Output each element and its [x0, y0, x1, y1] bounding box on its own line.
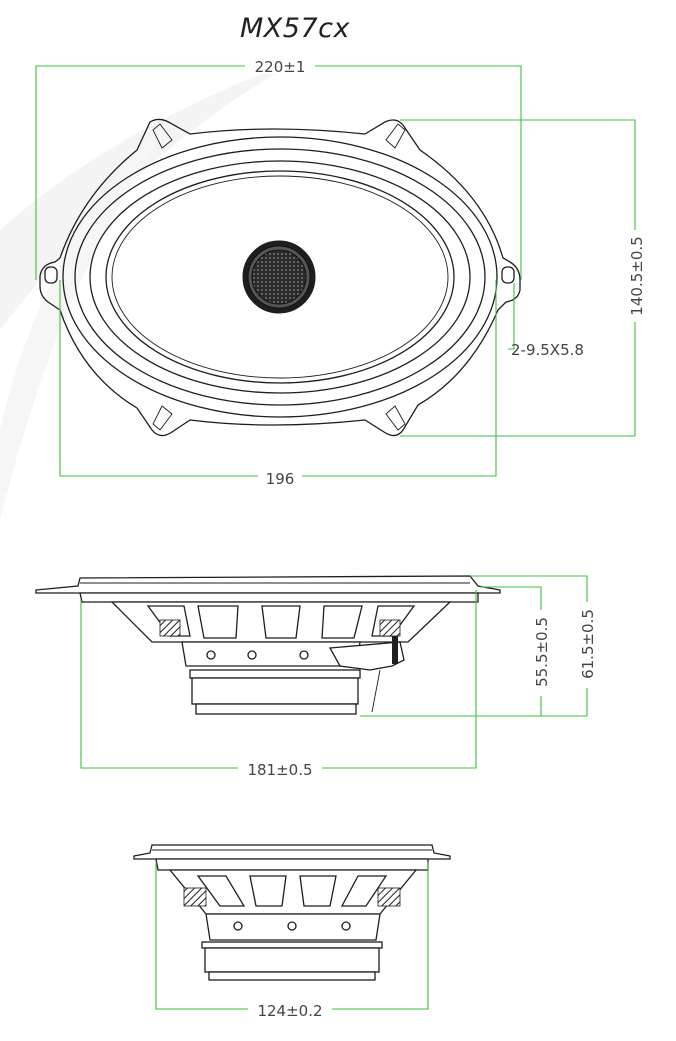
- side-frame-band: [79, 592, 479, 603]
- bottom-magnet-bottom-plate: [208, 971, 376, 981]
- basket-hatch-left: [159, 619, 181, 637]
- side-flange: [35, 575, 501, 594]
- lug-slot-bottom-right: [385, 405, 406, 431]
- dim-mount-depth: 196: [266, 470, 295, 488]
- bottom-magnet: [204, 947, 380, 973]
- terminal-bracket: [328, 641, 405, 671]
- basket-window-3: [261, 605, 301, 639]
- bottom-dimensions: 124±0.2: [155, 862, 429, 1020]
- dim-line-depth-b: [470, 575, 588, 717]
- bottom-basket-window-4: [340, 875, 388, 907]
- cone-inner: [111, 175, 449, 379]
- frame-ring: [62, 136, 498, 418]
- dim-line-holes: [508, 283, 515, 350]
- lug-slot-bottom-left: [152, 405, 173, 431]
- basket-window-2: [197, 605, 239, 639]
- surround-inner: [89, 160, 471, 394]
- mount-hole-left: [44, 266, 58, 284]
- dim-depth-b: 61.5±0.5: [579, 609, 597, 679]
- vent-hole-3: [299, 650, 309, 660]
- bottom-basket-window-3: [299, 875, 337, 907]
- vent-hole-2: [247, 650, 257, 660]
- vent-hole-1: [206, 650, 216, 660]
- side-view: [35, 575, 501, 715]
- bottom-vent-hole-3: [341, 921, 351, 931]
- front-dimensions: 220±1 196 140.5±0.5 2-9.5X5.8: [35, 56, 646, 488]
- magnet-top-plate: [189, 669, 361, 679]
- bottom-magnet-top-plate: [201, 941, 383, 949]
- dim-bottom-width: 124±0.2: [257, 1002, 322, 1020]
- bottom-vent-hole-1: [233, 921, 243, 931]
- bottom-hatch-left: [183, 887, 207, 907]
- dim-depth-a: 55.5±0.5: [533, 617, 551, 687]
- bottom-hatch-right: [377, 887, 401, 907]
- bottom-vent-hole-2: [287, 921, 297, 931]
- bottom-basket-window-1: [196, 875, 246, 907]
- magnet-bottom-plate: [195, 703, 357, 715]
- bottom-frame-band: [155, 858, 429, 871]
- surround-outer: [74, 148, 486, 406]
- basket-hatch-right: [379, 619, 401, 637]
- dim-overall-width: 220±1: [255, 58, 306, 76]
- frame-outline: [39, 118, 521, 437]
- terminal-tab: [392, 636, 398, 664]
- dim-side-width: 181±0.5: [247, 761, 312, 779]
- bottom-flange: [133, 844, 451, 860]
- dim-holes: 2-9.5X5.8: [511, 341, 584, 359]
- lug-slot-top-right: [385, 123, 406, 149]
- dim-overall-height: 140.5±0.5: [628, 236, 646, 315]
- side-dimensions: 55.5±0.5 61.5±0.5 181±0.5: [80, 575, 597, 779]
- cone-edge: [105, 170, 455, 384]
- background-swoosh: [0, 60, 300, 330]
- front-view: [39, 118, 521, 437]
- mount-hole-right: [501, 266, 515, 284]
- bottom-view: [133, 844, 451, 981]
- bottom-basket-window-2: [249, 875, 287, 907]
- magnet: [191, 677, 359, 705]
- basket-window-4: [321, 605, 363, 639]
- dim-line-overall-height: [400, 119, 636, 437]
- tweeter-grille: [251, 249, 307, 305]
- lug-slot-top-left: [152, 123, 173, 149]
- model-title: MX57cx: [240, 13, 350, 44]
